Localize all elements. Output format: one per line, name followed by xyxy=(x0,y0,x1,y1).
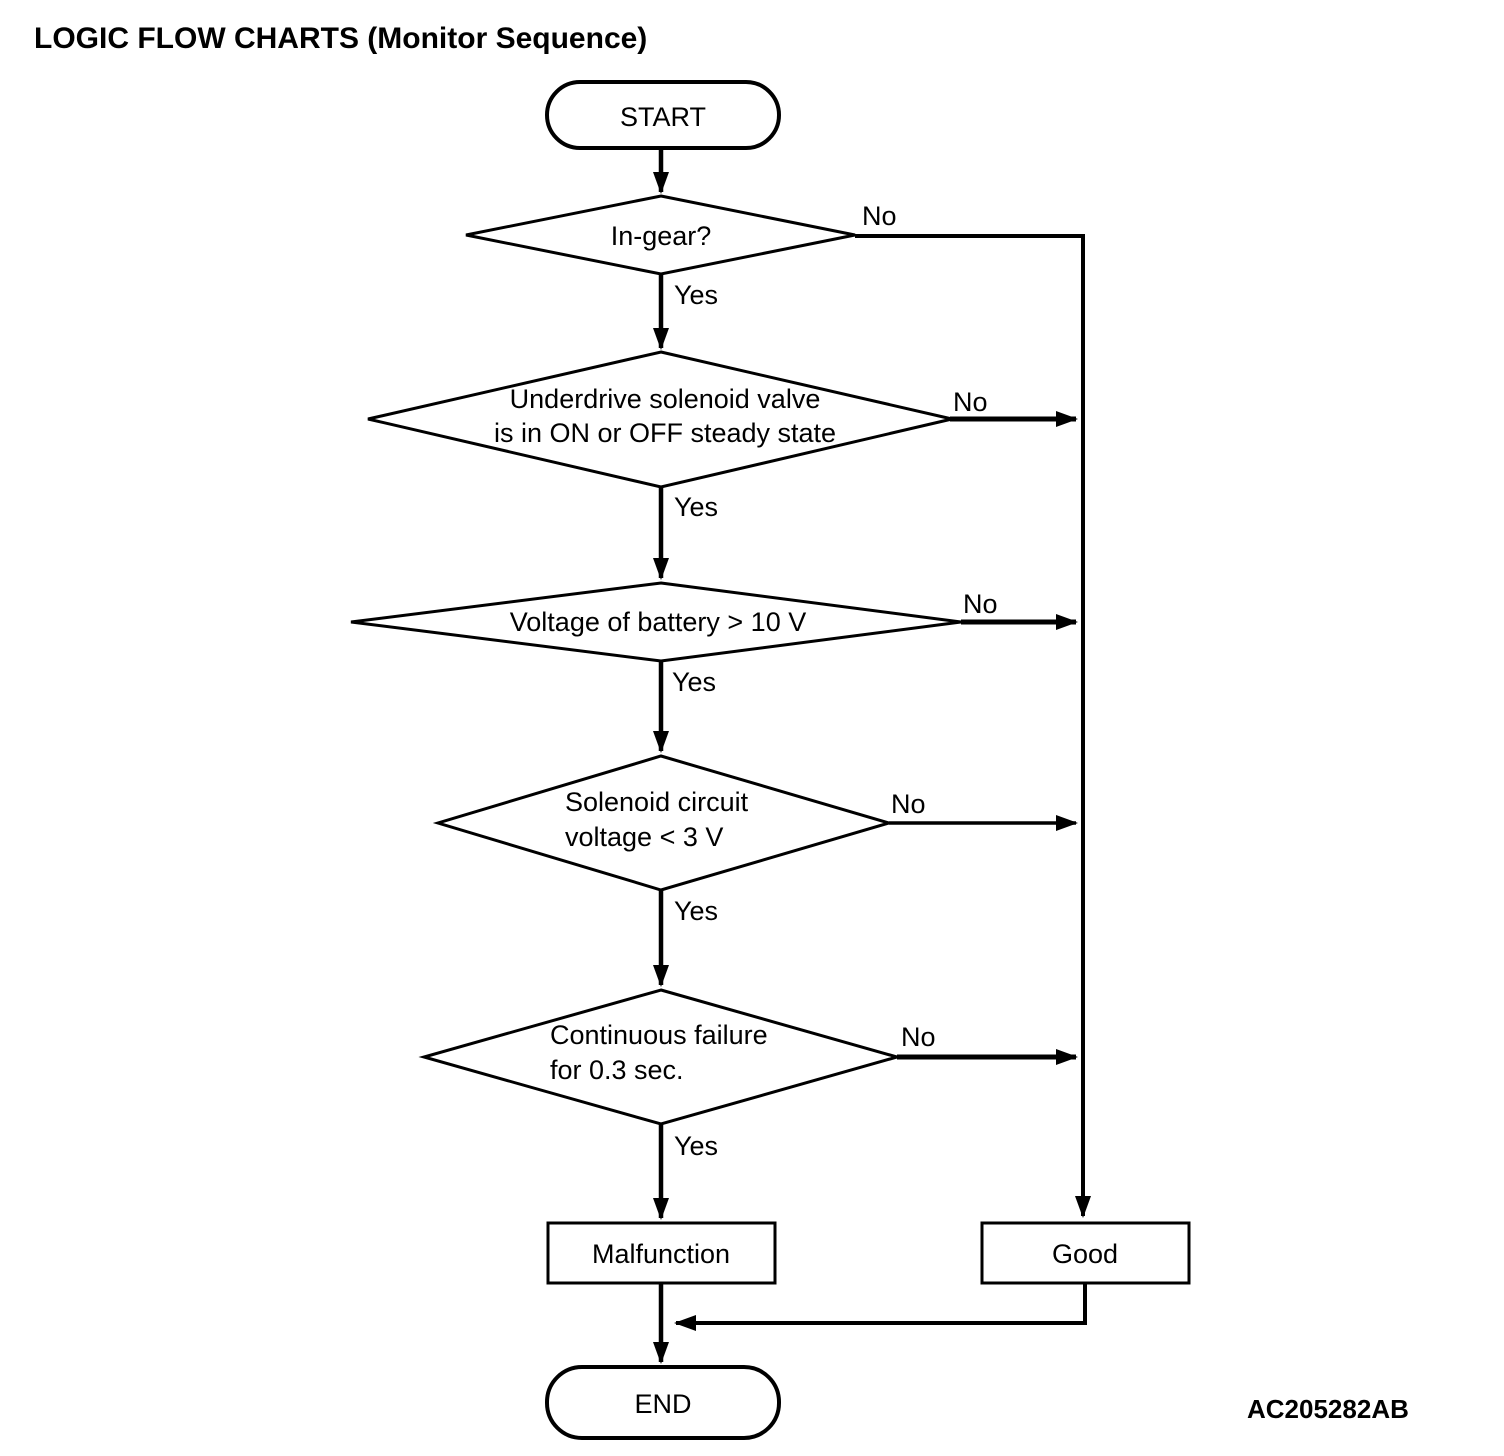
continuous-failure-label-line2: for 0.3 sec. xyxy=(550,1055,684,1085)
decision-battery-voltage xyxy=(350,581,962,663)
solenoid-steady-label: Underdrive solenoid valve is in ON or OF… xyxy=(494,382,836,450)
decision-circuit-voltage xyxy=(432,754,895,892)
no-label-solenoid-steady: No xyxy=(953,387,988,417)
yes-label-continuous-failure: Yes xyxy=(674,1131,719,1161)
decision-continuous-failure xyxy=(418,988,903,1126)
connector-no-ingear-to-good xyxy=(855,234,1091,1218)
no-label-continuous-failure: No xyxy=(901,1022,936,1052)
decision-in-gear xyxy=(465,194,856,276)
malfunction-node xyxy=(546,1221,777,1285)
no-label-circuit-voltage: No xyxy=(891,789,926,819)
start-label: START xyxy=(619,102,707,132)
malfunction-label: Malfunction xyxy=(591,1239,731,1269)
figure-code: AC205282AB xyxy=(1247,1394,1409,1424)
page-title: LOGIC FLOW CHARTS (Monitor Sequence) xyxy=(34,22,648,55)
solenoid-steady-label-line1: Underdrive solenoid valve xyxy=(509,384,821,414)
circuit-voltage-label: Solenoid circuit voltage < 3 V xyxy=(565,785,748,855)
solenoid-steady-label-line2: is in ON or OFF steady state xyxy=(493,418,837,448)
continuous-failure-label: Continuous failure for 0.3 sec. xyxy=(550,1018,768,1088)
end-label: END xyxy=(634,1389,692,1419)
continuous-failure-label-line1: Continuous failure xyxy=(550,1020,768,1050)
start-node xyxy=(545,80,781,150)
circuit-voltage-label-line1: Solenoid circuit xyxy=(565,787,749,817)
yes-label-battery-voltage: Yes xyxy=(672,667,717,697)
yes-label-in-gear: Yes xyxy=(674,280,719,310)
no-label-in-gear: No xyxy=(862,201,897,231)
in-gear-label: In-gear? xyxy=(610,221,712,251)
yes-label-solenoid-steady: Yes xyxy=(674,492,719,522)
circuit-voltage-label-line2: voltage < 3 V xyxy=(565,822,724,852)
decision-solenoid-steady xyxy=(367,350,953,489)
good-node xyxy=(980,1221,1191,1285)
end-node xyxy=(545,1365,781,1440)
good-label: Good xyxy=(1051,1239,1119,1269)
yes-label-circuit-voltage: Yes xyxy=(674,896,719,926)
no-label-battery-voltage: No xyxy=(963,589,998,619)
connector-good-to-junction xyxy=(674,1283,1087,1331)
battery-voltage-label: Voltage of battery > 10 V xyxy=(509,607,807,637)
